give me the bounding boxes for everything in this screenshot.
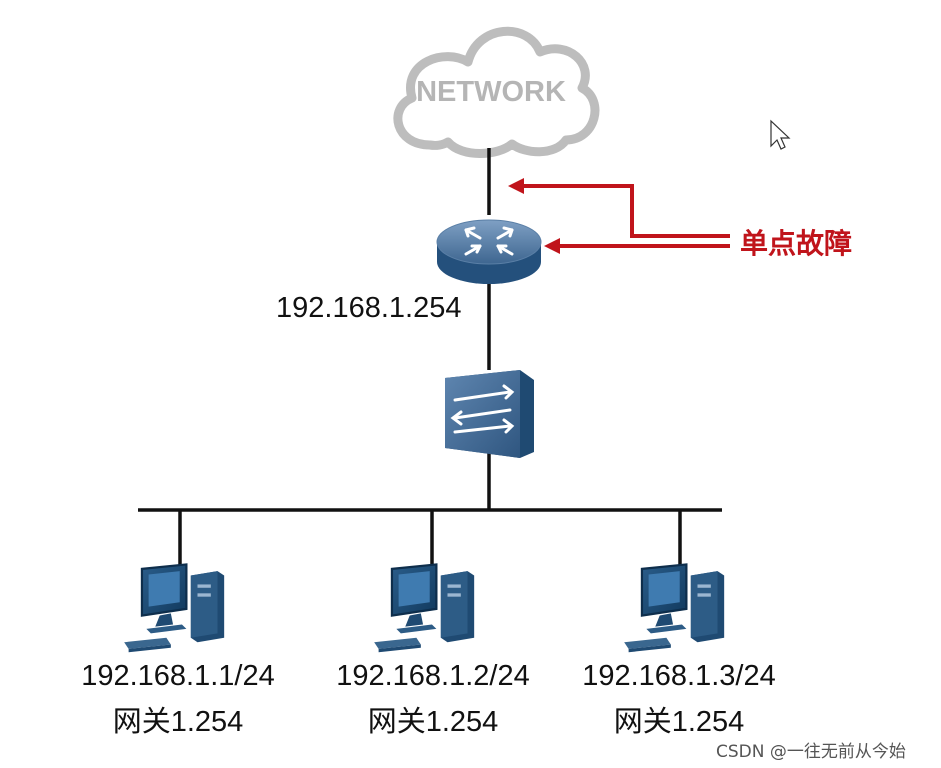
pc1-ip-label: 192.168.1.1/24 [81,660,275,692]
pc-icon-3 [623,563,726,654]
router-ip-label: 192.168.1.254 [276,292,462,324]
cloud-icon: NETWORK [393,26,600,158]
router-icon [436,219,542,284]
pc-icon-2 [373,563,476,654]
network-links [138,148,722,570]
pc3-gateway-label: 网关1.254 [613,706,745,738]
pc-icon-1 [123,563,226,654]
arrowhead-icon [508,178,524,194]
cloud-label: NETWORK [416,76,566,108]
fault-arrows [520,184,730,248]
pc3-ip-label: 192.168.1.3/24 [582,660,776,692]
arrowhead-icon [544,238,560,254]
pc2-ip-label: 192.168.1.2/24 [336,660,530,692]
fault-arrowheads [508,178,560,254]
pc1-gateway-label: 网关1.254 [112,706,244,738]
pc2-gateway-label: 网关1.254 [367,706,499,738]
mouse-cursor-icon [770,119,791,150]
single-point-failure-label: 单点故障 [740,227,853,260]
csdn-watermark: CSDN @一往无前从今始 [716,742,906,762]
fault-arrow-to-link [520,184,730,238]
switch-icon [445,370,534,458]
